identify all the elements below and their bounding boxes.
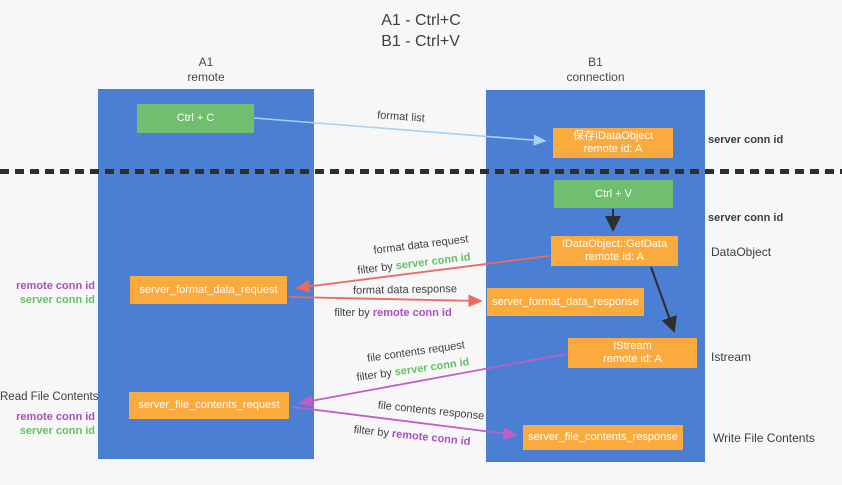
label-format-response-filter: filter by remote conn id (334, 307, 451, 319)
label-format-data-response: format data response (352, 283, 458, 297)
label-file-response-filter: filter by remote conn id (353, 424, 471, 448)
node-server-file-contents-request: server_file_contents_request (129, 392, 289, 419)
label-format-request-filter-key: server conn id (395, 251, 472, 273)
node-ctrl-c: Ctrl + C (137, 104, 254, 133)
node-idataobject-getdata-line2: remote id: A (585, 251, 644, 263)
diagram-title: A1 - Ctrl+C B1 - Ctrl+V (0, 10, 842, 52)
node-save-idataobject: 保存IDataObject remote id: A (553, 128, 673, 158)
column-header-a1: A1 remote (98, 55, 314, 85)
node-server-format-data-response: server_format_data_response (487, 288, 644, 316)
label-format-request-filter-prefix: filter by (356, 260, 397, 277)
node-ctrl-c-label: Ctrl + C (176, 112, 215, 124)
column-header-a1-name: A1 (198, 55, 214, 69)
column-header-a1-role: remote (187, 70, 225, 84)
node-server-file-contents-response: server_file_contents_response (523, 425, 683, 450)
label-read-file-contents: Read File Contents (0, 391, 99, 403)
label-format-list: format list (376, 109, 426, 125)
column-header-b1-name: B1 (588, 55, 603, 69)
label-format-response-filter-key: remote conn id (372, 307, 452, 319)
node-server-file-contents-response-label: server_file_contents_response (528, 431, 678, 443)
label-format-response-filter-prefix: filter by (334, 307, 373, 319)
node-idataobject-getdata-line1: IDataObject::GetData (561, 238, 668, 250)
node-idataobject-getdata: IDataObject::GetData remote id: A (551, 236, 678, 266)
node-server-format-data-request-label: server_format_data_request (139, 283, 278, 296)
label-conn-ids-left-top: remote conn id server conn id (0, 279, 95, 307)
node-save-idataobject-line1: 保存IDataObject (572, 130, 654, 142)
title-line-2: B1 - Ctrl+V (381, 33, 460, 50)
node-istream: IStream remote id: A (568, 338, 697, 368)
node-ctrl-v: Ctrl + V (554, 180, 673, 208)
label-conn-ids-left-bottom: remote conn id server conn id (0, 410, 95, 438)
node-save-idataobject-line2: remote id: A (583, 143, 643, 155)
label-file-contents-response: file contents response (377, 399, 485, 423)
label-write-file-contents: Write File Contents (713, 431, 815, 445)
node-server-file-contents-request-label: server_file_contents_request (138, 399, 280, 411)
format-data-response-arrow (288, 294, 483, 308)
column-header-b1-role: connection (566, 70, 625, 84)
label-file-response-filter-key: remote conn id (391, 427, 471, 449)
node-ctrl-v-label: Ctrl + V (595, 187, 632, 200)
node-server-format-data-request: server_format_data_request (130, 276, 287, 304)
column-header-b1: B1 connection (486, 55, 705, 85)
label-server-conn-id-right-mid: server conn id (708, 212, 784, 224)
label-istream: Istream (711, 350, 752, 364)
node-istream-line2: remote id: A (603, 353, 662, 365)
label-remote-conn-id-left-bottom: remote conn id (16, 411, 95, 423)
label-dataobject: DataObject (711, 245, 772, 259)
title-line-1: A1 - Ctrl+C (381, 12, 461, 29)
node-server-format-data-response-label: server_format_data_response (492, 295, 639, 308)
session-divider-dashed-line (0, 169, 842, 174)
label-server-conn-id-left-top: server conn id (19, 294, 95, 306)
label-server-conn-id-left-bottom: server conn id (19, 425, 95, 437)
label-server-conn-id-right-top: server conn id (708, 134, 784, 146)
label-remote-conn-id-left-top: remote conn id (16, 280, 95, 292)
label-file-response-filter-prefix: filter by (353, 423, 393, 440)
label-file-request-filter-prefix: filter by (355, 366, 396, 384)
node-istream-line1: IStream (613, 340, 652, 352)
